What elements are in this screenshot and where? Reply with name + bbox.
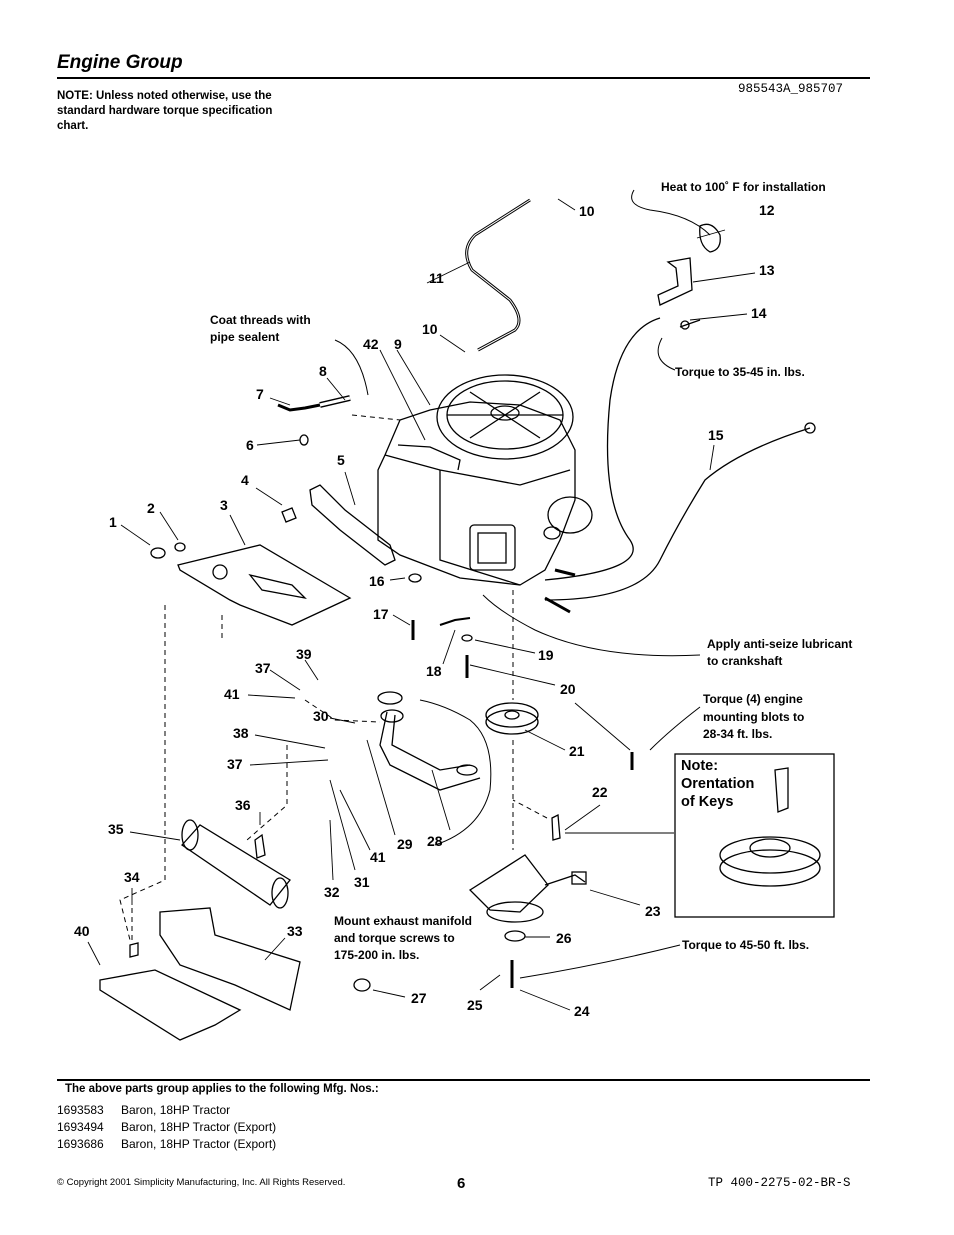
exhaust-manifold	[379, 711, 481, 791]
callout-24: 24	[574, 1003, 590, 1019]
callout-23: 23	[645, 903, 661, 919]
engine-block	[377, 401, 576, 586]
callout-25: 25	[467, 997, 483, 1013]
keys-note-1: Note:	[681, 758, 719, 774]
callout-19: 19	[538, 647, 554, 663]
callout-9: 9	[394, 336, 402, 352]
exhaust-note-2: and torque screws to	[334, 931, 455, 945]
torque-note: NOTE: Unless noted otherwise, use the st…	[57, 90, 273, 132]
keys-note-3: of Keys	[681, 794, 734, 810]
mfg-description: Baron, 18HP Tractor (Export)	[121, 1120, 277, 1134]
callout-39: 39	[296, 646, 312, 662]
callout-4: 4	[241, 472, 249, 488]
header-rule	[57, 77, 870, 79]
callout-40: 40	[74, 923, 90, 939]
callout-15: 15	[708, 427, 724, 443]
callout-37-bottom: 37	[227, 756, 243, 772]
coat-note-1: Coat threads with	[210, 313, 311, 327]
mfg-list: 1693583 Baron, 18HP Tractor 1693494 Baro…	[57, 1102, 276, 1153]
callout-41-left: 41	[224, 686, 240, 702]
callout-21: 21	[569, 743, 585, 759]
callout-33: 33	[287, 923, 303, 939]
callout-12: 12	[759, 202, 775, 218]
callout-34: 34	[124, 869, 140, 885]
callout-28: 28	[427, 833, 443, 849]
callout-10-top: 10	[579, 203, 595, 219]
torque4-note-2: mounting blots to	[703, 710, 805, 724]
callout-29: 29	[397, 836, 413, 852]
page-title: Engine Group	[57, 52, 183, 73]
callout-8: 8	[319, 363, 327, 379]
callout-7: 7	[256, 386, 264, 402]
antiseize-note-1: Apply anti-seize lubricant	[707, 637, 853, 651]
applies-label: The above parts group applies to the fol…	[65, 1083, 379, 1095]
callout-3: 3	[220, 497, 228, 513]
muffler-guard	[99, 969, 242, 1041]
keys-note-2: Orentation	[681, 776, 755, 792]
fuel-hose	[465, 198, 531, 352]
callout-38: 38	[233, 725, 249, 741]
heat-shield	[159, 907, 301, 1011]
exhaust-note-3: 175-200 in. lbs.	[334, 948, 420, 962]
engine-bracket-3	[177, 544, 352, 626]
torque-35-note: Torque to 35-45 in. lbs.	[675, 365, 805, 379]
callout-32: 32	[324, 884, 340, 900]
mfg-description: Baron, 18HP Tractor	[121, 1103, 231, 1117]
copyright: © Copyright 2001 Simplicity Manufacturin…	[57, 1177, 346, 1188]
antiseize-note-2: to crankshaft	[707, 654, 783, 668]
torque-45-note: Torque to 45-50 ft. lbs.	[682, 938, 810, 952]
callout-37-top: 37	[255, 660, 271, 676]
muffler	[181, 824, 291, 906]
heat-note: Heat to 100˚ F for installation	[661, 180, 826, 194]
pulley-21	[485, 702, 539, 728]
callout-41-right: 41	[370, 849, 386, 865]
callout-42: 42	[363, 336, 379, 352]
air-cleaner	[436, 374, 574, 460]
callout-5: 5	[337, 452, 345, 468]
tp-number: TP 400-2275-02-BR-S	[708, 1176, 851, 1190]
mfg-row: 1693494 Baron, 18HP Tractor (Export)	[57, 1119, 276, 1136]
electric-clutch	[468, 854, 549, 913]
torque4-note-1: Torque (4) engine	[703, 692, 803, 706]
mfg-row: 1693583 Baron, 18HP Tractor	[57, 1102, 276, 1119]
mfg-number: 1693494	[57, 1120, 104, 1134]
callout-14: 14	[751, 305, 767, 321]
callout-1: 1	[109, 514, 117, 530]
mfg-row: 1693686 Baron, 18HP Tractor (Export)	[57, 1136, 276, 1153]
callout-11: 11	[429, 270, 444, 286]
callout-18: 18	[426, 663, 442, 679]
callout-17: 17	[373, 606, 389, 622]
callout-26: 26	[556, 930, 572, 946]
coat-note-2: pipe sealent	[210, 330, 280, 344]
callout-22: 22	[592, 784, 608, 800]
throttle-cable	[544, 317, 661, 581]
callout-20: 20	[560, 681, 576, 697]
callout-6: 6	[246, 437, 254, 453]
callout-16: 16	[369, 573, 385, 589]
torque4-note-3: 28-34 ft. lbs.	[703, 727, 773, 741]
key-orientation-box	[674, 753, 835, 918]
document-number: 985543A_985707	[738, 82, 844, 96]
page-number: 6	[457, 1175, 466, 1192]
callout-31: 31	[354, 874, 370, 890]
callout-2: 2	[147, 500, 155, 516]
callout-27: 27	[411, 990, 427, 1006]
callout-13: 13	[759, 262, 775, 278]
mfg-number: 1693686	[57, 1137, 104, 1151]
mfg-number: 1693583	[57, 1103, 104, 1117]
exhaust-note-1: Mount exhaust manifold	[334, 914, 472, 928]
callout-35: 35	[108, 821, 124, 837]
footer-rule	[57, 1079, 870, 1081]
callout-36: 36	[235, 797, 251, 813]
callout-30: 30	[313, 708, 329, 724]
mfg-description: Baron, 18HP Tractor (Export)	[121, 1137, 277, 1151]
callout-10-bottom: 10	[422, 321, 438, 337]
